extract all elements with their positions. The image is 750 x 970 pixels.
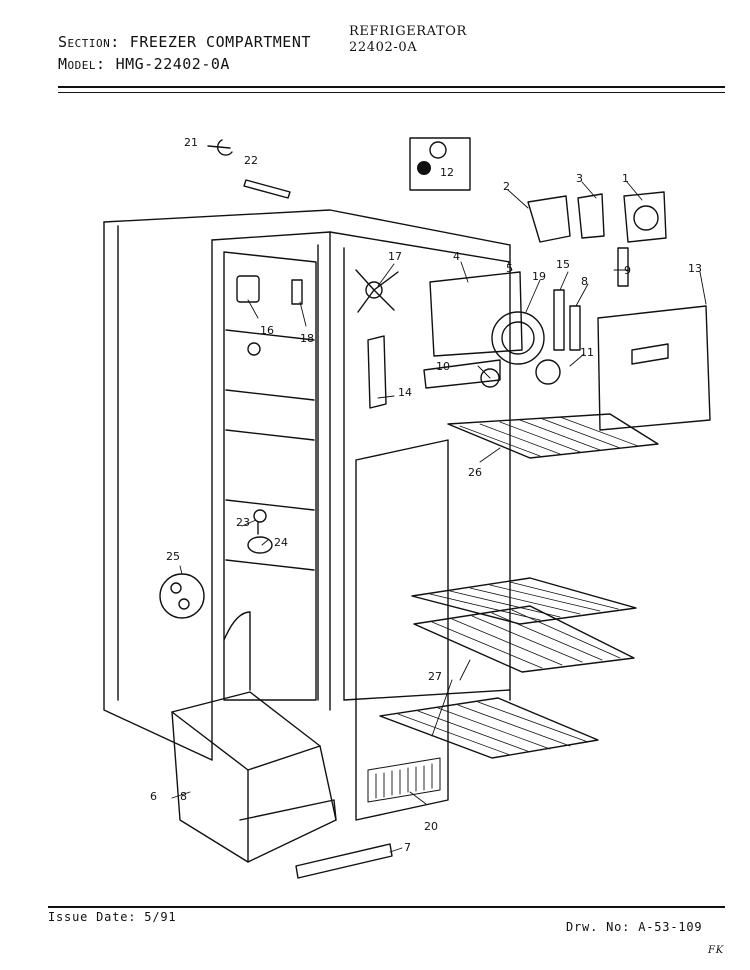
- appliance-type: REFRIGERATOR: [349, 24, 467, 39]
- issue-date: Issue Date: 5/91: [48, 910, 177, 924]
- callout-16: 16: [260, 324, 274, 337]
- header-rule: [58, 86, 725, 88]
- callout-14: 14: [398, 386, 412, 399]
- bin-and-trim: [171, 691, 393, 879]
- section-label: Section:: [58, 33, 120, 51]
- cabinet: [103, 209, 511, 761]
- callout-23: 23: [236, 516, 250, 529]
- callout-3: 3: [576, 172, 583, 185]
- callout-18: 18: [300, 332, 314, 345]
- model-value: HMG-22402-0A: [115, 55, 230, 73]
- callout-labels: 1234567889101112131415161718192021222324…: [150, 136, 702, 854]
- callout-4: 4: [453, 250, 460, 263]
- callout-5: 5: [506, 262, 513, 275]
- callout-7: 7: [404, 841, 411, 854]
- section-line: Section: FREEZER COMPARTMENT: [58, 33, 311, 51]
- callout-2: 2: [503, 180, 510, 193]
- callout-8: 8: [581, 275, 588, 288]
- leader-lines: [171, 181, 707, 853]
- callout-6: 6: [150, 790, 157, 803]
- model-label: Model:: [58, 55, 106, 73]
- rear-panel: [355, 439, 449, 821]
- callout-22: 22: [244, 154, 258, 167]
- callout-12: 12: [440, 166, 454, 179]
- footer-rule: [48, 906, 725, 908]
- callout-15: 15: [556, 258, 570, 271]
- callout-8: 8: [180, 790, 187, 803]
- drawing-number: Drw. No: A-53-109: [566, 920, 703, 934]
- callout-26: 26: [468, 466, 482, 479]
- header-rule-thin: [58, 92, 725, 93]
- callout-1: 1: [622, 172, 629, 185]
- callout-24: 24: [274, 536, 288, 549]
- callout-19: 19: [532, 270, 546, 283]
- callout-13: 13: [688, 262, 702, 275]
- control-parts: [159, 137, 711, 619]
- initials: FK: [708, 945, 725, 956]
- callout-9: 9: [624, 264, 631, 277]
- section-value: FREEZER COMPARTMENT: [129, 33, 311, 51]
- appliance-model: 22402-0A: [349, 40, 418, 55]
- callout-17: 17: [388, 250, 402, 263]
- callout-11: 11: [580, 346, 594, 359]
- callout-25: 25: [166, 550, 180, 563]
- model-line: Model: HMG-22402-0A: [58, 55, 230, 73]
- callout-10: 10: [436, 360, 450, 373]
- shelves: [379, 413, 659, 759]
- circled-one-marker: [417, 161, 431, 175]
- callout-20: 20: [424, 820, 438, 833]
- callout-21: 21: [184, 136, 198, 149]
- callout-27: 27: [428, 670, 442, 683]
